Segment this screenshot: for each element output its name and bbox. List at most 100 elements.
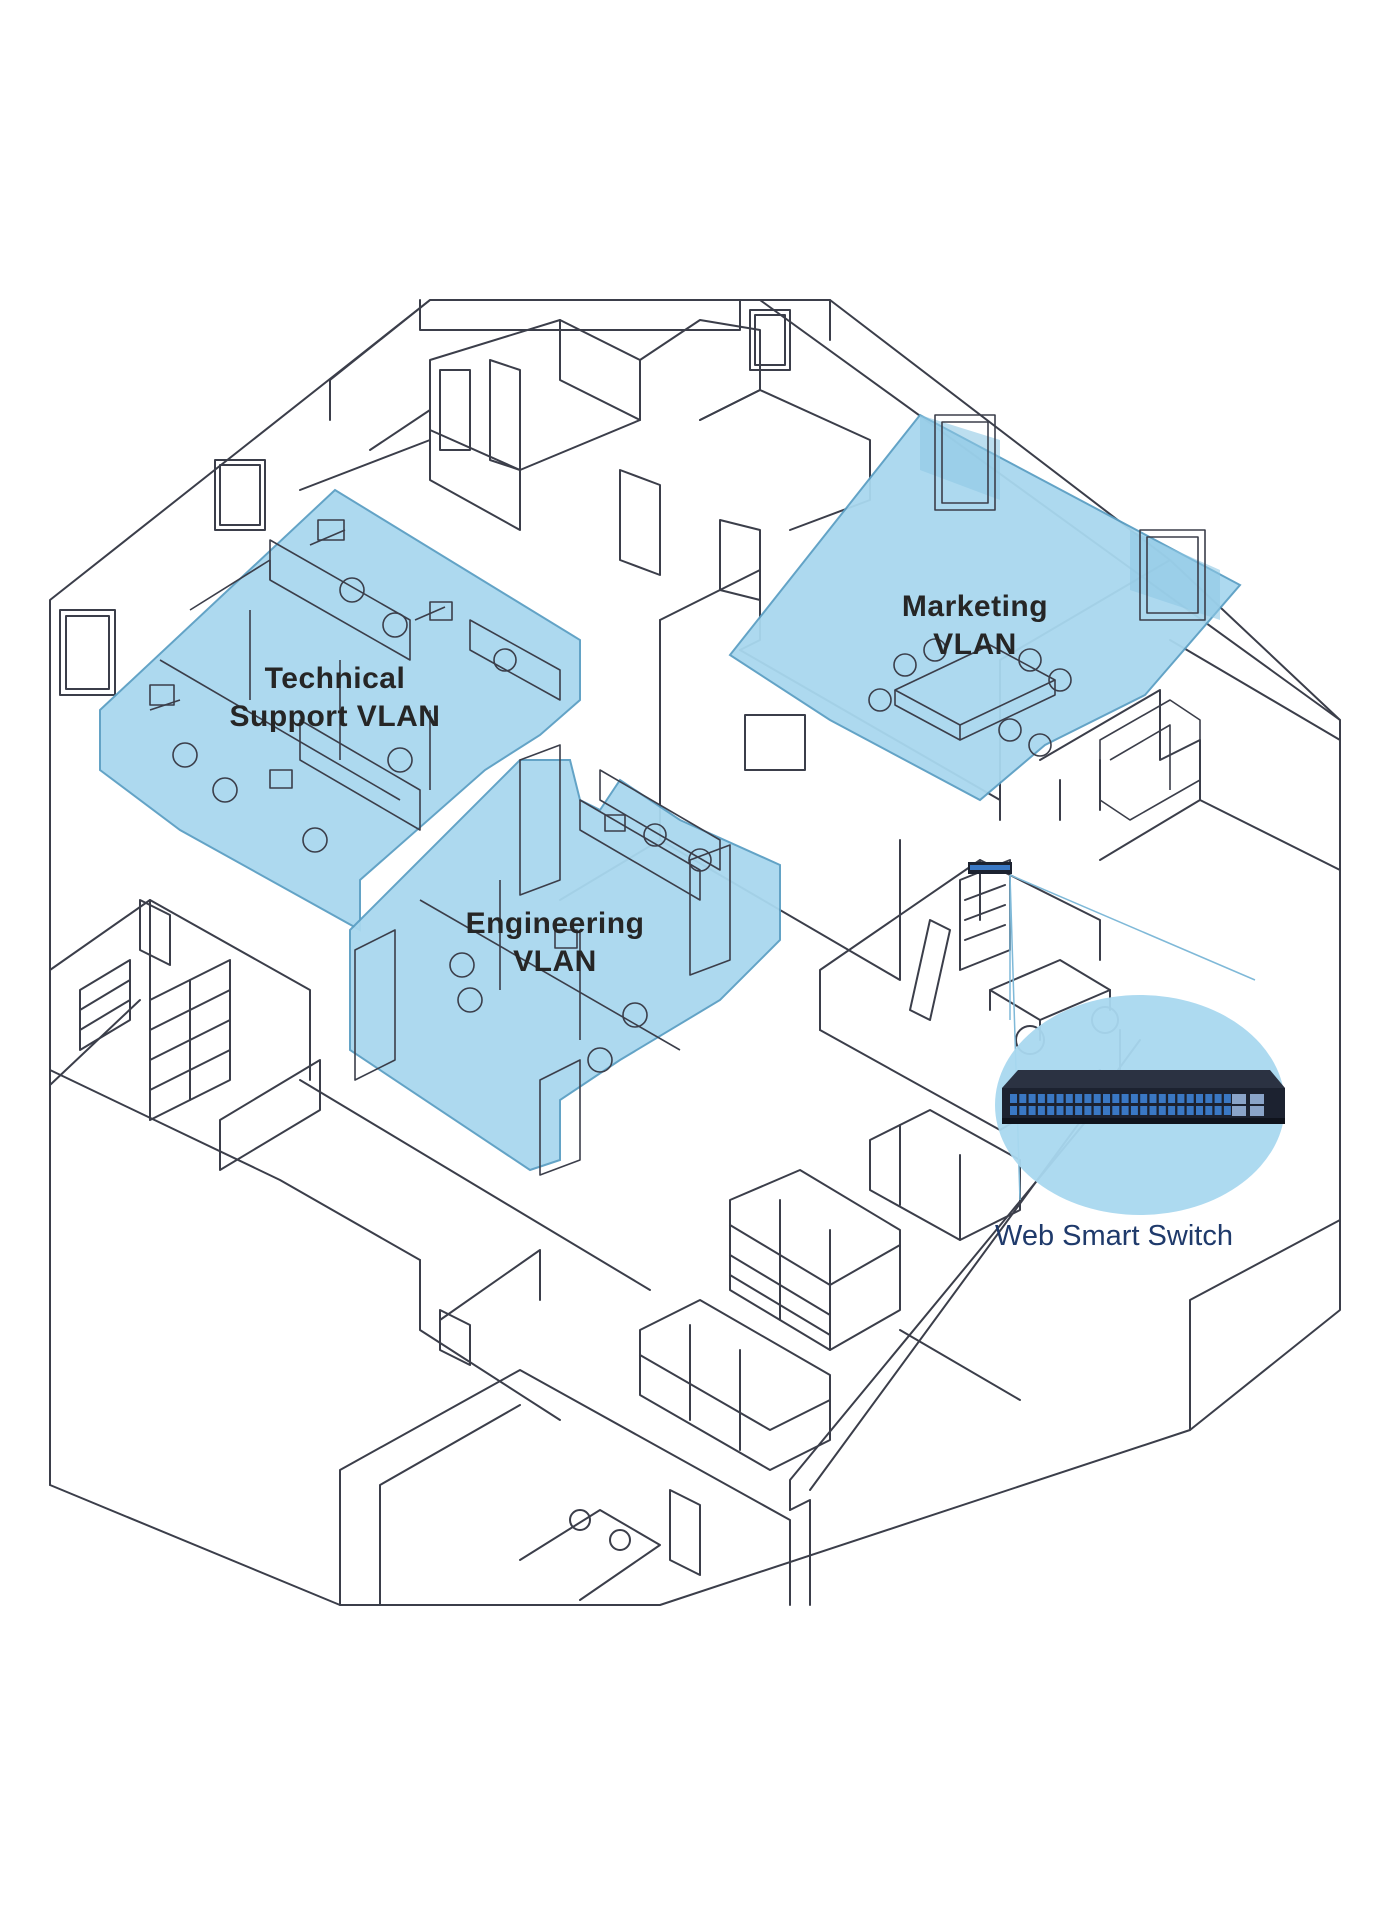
switch-port — [1140, 1094, 1148, 1103]
switch-port — [1214, 1094, 1222, 1103]
switch-port — [1010, 1106, 1017, 1115]
switch-port — [1158, 1094, 1166, 1103]
switch-port — [1065, 1094, 1073, 1103]
switch-port — [1028, 1106, 1036, 1115]
building-outline — [49, 299, 1341, 1606]
switch-port — [1186, 1094, 1194, 1103]
desk-chair-icon — [1048, 668, 1072, 692]
storage-unit — [869, 1109, 1021, 1241]
switch-port — [1019, 1106, 1027, 1115]
switch-port — [1075, 1094, 1083, 1103]
window-icon — [59, 609, 116, 696]
switch-port — [1019, 1094, 1027, 1103]
computer-monitor-icon — [554, 929, 578, 949]
switch-port — [1037, 1094, 1045, 1103]
switch-port — [1028, 1094, 1036, 1103]
door-icon — [489, 359, 521, 471]
switch-port — [1149, 1094, 1157, 1103]
computer-monitor-icon — [269, 769, 293, 789]
switch-port — [1130, 1106, 1138, 1115]
shelf-icon — [729, 1169, 901, 1351]
marketing-vlan-label: Marketing VLAN — [870, 588, 1080, 664]
switch-port — [1112, 1094, 1120, 1103]
switch-port — [1084, 1106, 1092, 1115]
technical-support-vlan-label-line1: Technical — [264, 662, 406, 695]
desk-chair-icon — [609, 1529, 631, 1551]
desk-chair-icon — [382, 612, 408, 638]
desk-chair-icon — [868, 688, 892, 712]
switch-port — [1047, 1094, 1055, 1103]
door-icon — [669, 1489, 701, 1576]
tall-cabinet — [689, 844, 731, 976]
tall-cabinet — [539, 1059, 581, 1176]
desk-chair-icon — [493, 648, 517, 672]
switch-port — [1065, 1106, 1073, 1115]
window-icon — [749, 309, 791, 371]
marketing-vlan-label-line1: Marketing — [901, 590, 1049, 623]
desk-chair-icon — [212, 777, 238, 803]
switch-port — [1056, 1106, 1064, 1115]
desk-chair-icon — [643, 823, 667, 847]
switch-port — [1177, 1094, 1185, 1103]
upper-room-right — [699, 389, 871, 531]
upper-room-left — [429, 319, 641, 471]
switch-port — [1084, 1094, 1092, 1103]
tall-cabinet — [354, 929, 396, 1081]
switch-port — [1075, 1106, 1083, 1115]
server-room-door — [909, 919, 951, 1021]
desk-chair-icon — [688, 848, 712, 872]
engineering-vlan-label-line1: Engineering — [465, 907, 645, 940]
switch-port — [1121, 1106, 1129, 1115]
switch-port — [1196, 1094, 1203, 1103]
desk-chair-icon — [569, 1509, 591, 1531]
switch-port — [1149, 1106, 1157, 1115]
switch-port — [1205, 1106, 1213, 1115]
switch-port — [1047, 1106, 1055, 1115]
desk-chair-icon — [172, 742, 198, 768]
computer-monitor-icon — [429, 601, 453, 621]
marketing-vlan-label-line2: VLAN — [933, 628, 1017, 661]
engineering-vlan-label: Engineering VLAN — [440, 905, 670, 981]
technical-support-vlan-label-line2: Support VLAN — [229, 700, 441, 733]
window-icon — [439, 369, 471, 451]
tall-cabinet — [519, 744, 561, 896]
switch-port — [1010, 1094, 1017, 1103]
door-icon — [139, 899, 171, 966]
engineering-vlan-label-line2: VLAN — [513, 945, 597, 978]
switch-port — [1140, 1106, 1148, 1115]
switch-port — [1121, 1094, 1129, 1103]
switch-port — [1056, 1094, 1064, 1103]
network-switch-icon — [1002, 1070, 1285, 1124]
switch-port — [1130, 1094, 1138, 1103]
window-icon — [214, 459, 266, 531]
computer-monitor-icon — [149, 684, 175, 706]
switch-port — [1103, 1106, 1110, 1115]
window-icon — [934, 414, 996, 511]
shelf-icon — [639, 1299, 831, 1471]
door-icon — [439, 1309, 471, 1366]
switch-port — [1112, 1106, 1120, 1115]
desk-chair-icon — [387, 747, 413, 773]
desk-chair-icon — [449, 952, 475, 978]
shelf-icon — [149, 959, 231, 1121]
desk-chair-icon — [339, 577, 365, 603]
desk-chair-icon — [302, 827, 328, 853]
switch-port — [1223, 1094, 1231, 1103]
switch-port — [1093, 1106, 1101, 1115]
switch-port — [1214, 1106, 1222, 1115]
switch-port — [1177, 1106, 1185, 1115]
desk-chair-icon — [1028, 733, 1052, 757]
switch-port — [1196, 1106, 1203, 1115]
switch-port — [1037, 1106, 1045, 1115]
switch-port — [1186, 1106, 1194, 1115]
desk-chair-icon — [457, 987, 483, 1013]
computer-monitor-icon — [604, 814, 626, 832]
switch-port — [1168, 1094, 1176, 1103]
rack-switch — [968, 862, 1012, 874]
desk-chair-icon — [893, 653, 917, 677]
desk-chair-icon — [923, 638, 947, 662]
switch-port — [1158, 1106, 1166, 1115]
lower-left-room — [49, 899, 151, 1001]
